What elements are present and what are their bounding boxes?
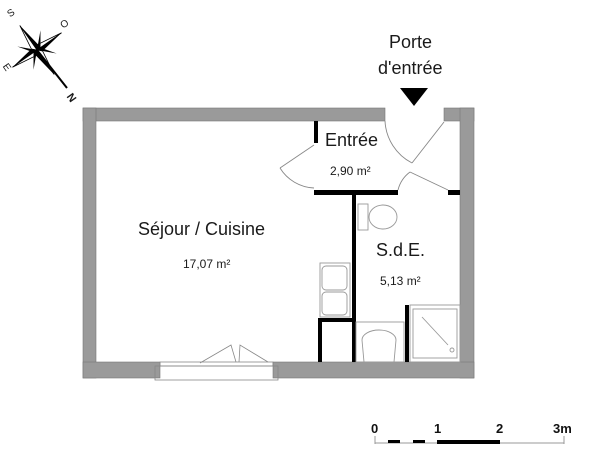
interior-walls	[314, 121, 460, 362]
scale-tick-2: 2	[496, 421, 504, 436]
room-area-sejour: 17,07 m²	[183, 257, 231, 271]
entrance-arrow-icon	[400, 88, 428, 106]
window	[154, 344, 279, 381]
compass-rose-icon	[12, 25, 68, 89]
room-area-entree: 2,90 m²	[330, 164, 371, 178]
doors	[279, 120, 449, 191]
scale-tick-1: 1	[434, 421, 442, 436]
room-name-sejour: Séjour / Cuisine	[138, 219, 266, 239]
scale-bar	[374, 436, 565, 444]
room-area-sde: 5,13 m²	[380, 274, 421, 288]
entrance-label-line2: d'entrée	[378, 58, 443, 78]
scale-tick-3: 3m	[553, 421, 572, 436]
exterior-walls	[82, 107, 475, 379]
room-name-entree: Entrée	[325, 130, 379, 150]
bathroom-fixtures	[319, 203, 461, 363]
scale-tick-0: 0	[371, 421, 379, 436]
entrance-label-line1: Porte	[389, 32, 433, 52]
room-name-sde: S.d.E.	[376, 240, 426, 260]
